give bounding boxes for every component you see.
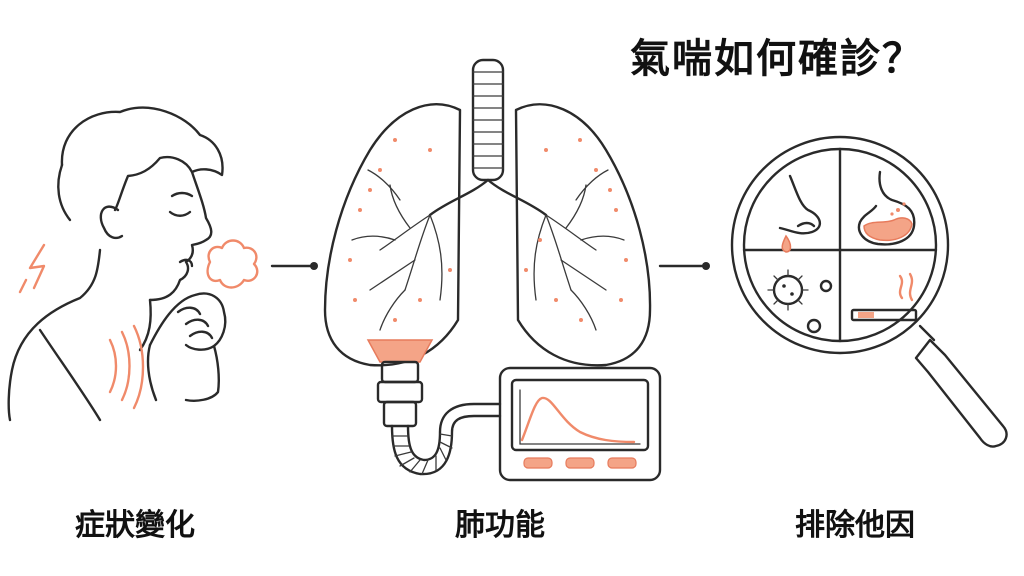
- coughing-person-icon: [7, 106, 259, 422]
- lungs-icon: [323, 58, 652, 367]
- virus-icon: [767, 269, 833, 334]
- arrow-connector-1: [270, 262, 318, 270]
- arrow-connector-2: [658, 262, 710, 270]
- page-title: 氣喘如何確診？: [630, 36, 924, 82]
- spirometer-icon: [366, 339, 662, 482]
- step-label-exclude-causes: 排除他因: [795, 508, 915, 543]
- step-label-symptoms: 症狀變化: [75, 508, 195, 543]
- cigarette-icon: [850, 272, 918, 322]
- magnifying-glass-icon: [730, 135, 1008, 448]
- step-label-lung-function: 肺功能: [455, 508, 545, 543]
- nose-drip-icon: [778, 174, 821, 253]
- stomach-reflux-icon: [857, 170, 916, 246]
